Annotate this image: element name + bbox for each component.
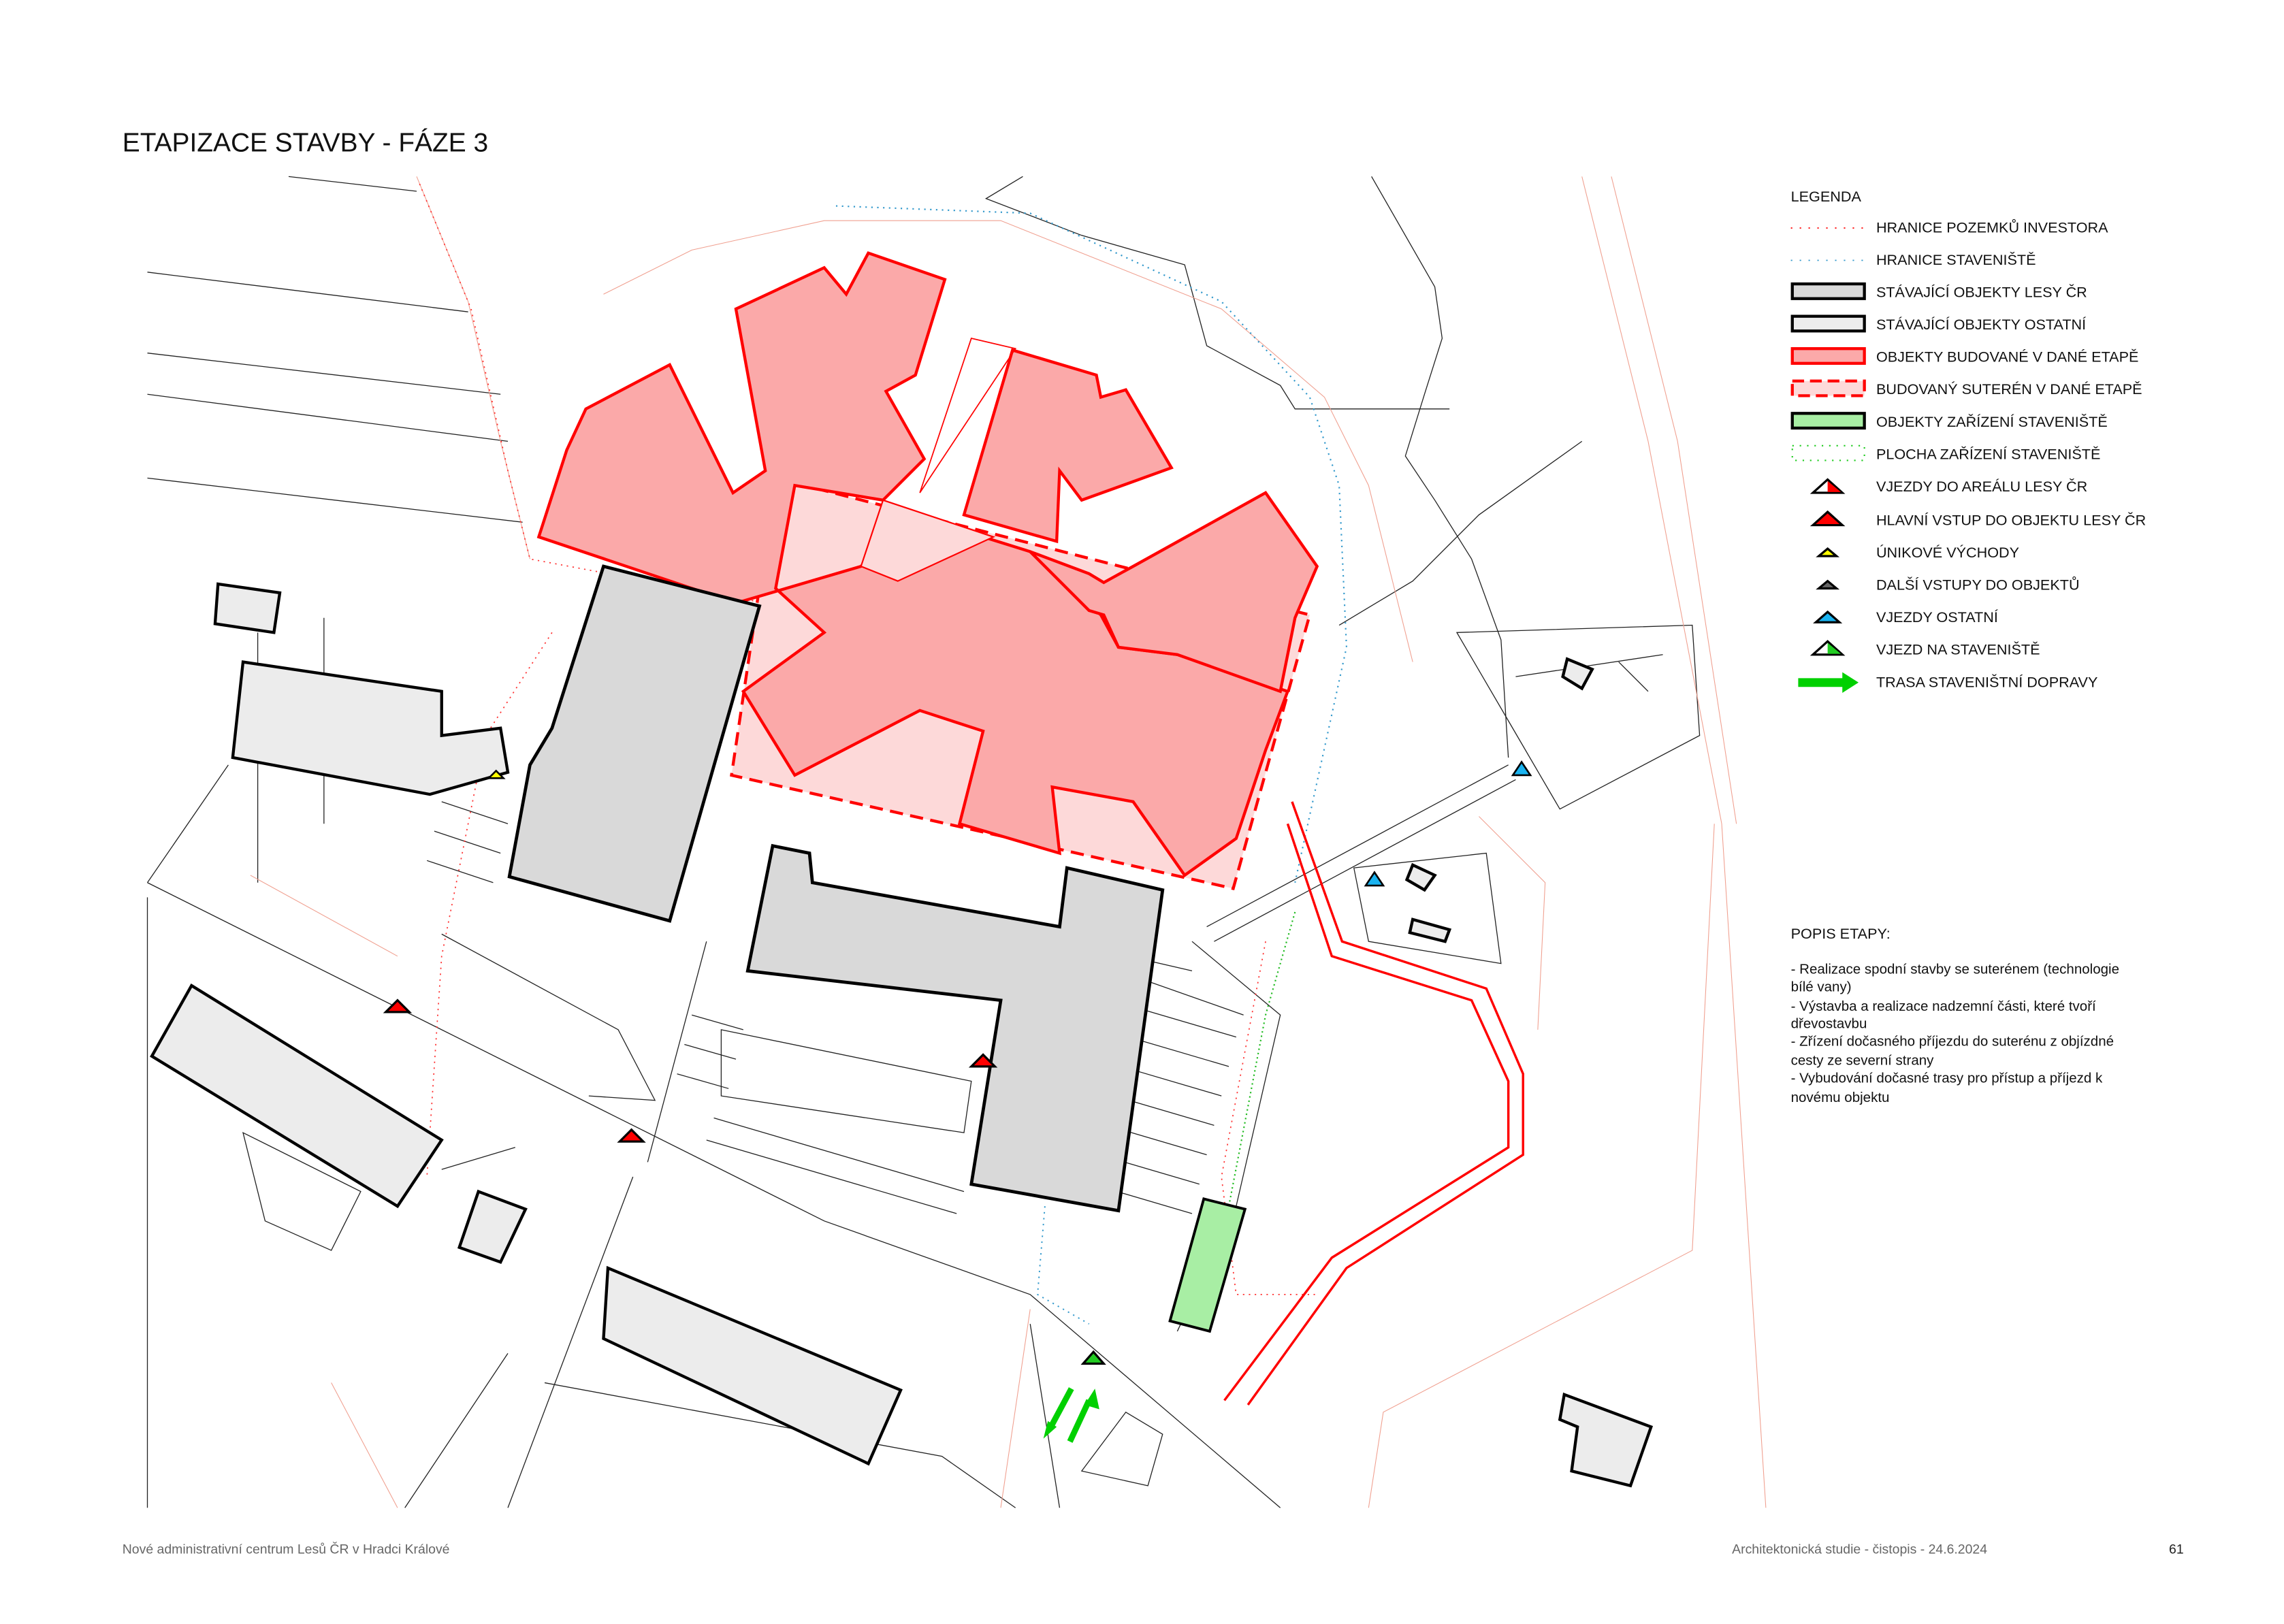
red-dashed-box-icon xyxy=(1790,379,1866,397)
green-box-icon xyxy=(1790,412,1866,430)
legend-heading: LEGENDA xyxy=(1791,188,1862,205)
site-entrance-icon xyxy=(1080,1350,1106,1365)
legend-item-label: STÁVAJÍCÍ OBJEKTY LESY ČR xyxy=(1876,284,2087,301)
description-line: bílé vany) xyxy=(1791,979,1852,995)
legend: LEGENDA HRANICE POZEMKŮ INVESTORA HRANIC… xyxy=(1790,188,2146,693)
description-line: dřevostavbu xyxy=(1791,1016,1867,1032)
description-line: cesty ze severní strany xyxy=(1791,1053,1935,1069)
page-number: 61 xyxy=(2169,1542,2184,1557)
description-line: - Realizace spodní stavby se suterénem (… xyxy=(1791,962,2119,977)
legend-item-label: OBJEKTY BUDOVANÉ V DANÉ ETAPĚ xyxy=(1876,348,2138,366)
half-green-triangle-icon xyxy=(1809,640,1846,656)
gray-box-icon xyxy=(1790,282,1866,300)
legend-item-label: ÚNIKOVÉ VÝCHODY xyxy=(1876,544,2019,561)
legend-item-label: OBJEKTY ZAŘÍZENÍ STAVENIŠTĚ xyxy=(1876,413,2108,430)
site-facility-building xyxy=(1168,1197,1247,1333)
legend-item-label: VJEZDY DO AREÁLU LESY ČR xyxy=(1876,478,2087,495)
site-map xyxy=(146,176,1767,1508)
escape-exit-icon xyxy=(486,769,506,779)
legend-item-label: PLOCHA ZAŘÍZENÍ STAVENIŠTĚ xyxy=(1876,445,2100,462)
yellow-triangle-icon xyxy=(1816,547,1840,557)
context-lines xyxy=(146,176,1767,1508)
area-entrance-icon xyxy=(617,1128,646,1143)
green-dotted-box-icon xyxy=(1791,444,1865,461)
description-heading: POPIS ETAPY: xyxy=(1791,925,1891,942)
blue-triangle-icon xyxy=(1813,610,1843,623)
main-entrance-icon xyxy=(968,1053,998,1068)
footer-document: Architektonická studie - čistopis - 24.6… xyxy=(1732,1542,1987,1557)
green-arrow-icon xyxy=(1798,672,1859,693)
legend-item-label: HLAVNÍ VSTUP DO OBJEKTU LESY ČR xyxy=(1876,512,2146,529)
description-line: - Výstavba a realizace nadzemní části, k… xyxy=(1791,998,2096,1014)
description-line: - Zřízení dočasného příjezdu do suterénu… xyxy=(1791,1034,2114,1050)
legend-item-label: HRANICE STAVENIŠTĚ xyxy=(1876,251,2036,268)
legend-item-label: HRANICE POZEMKŮ INVESTORA xyxy=(1876,218,2108,236)
footer-project: Nové administrativní centrum Lesů ČR v H… xyxy=(123,1541,450,1557)
description-line: - Vybudování dočasné trasy pro přístup a… xyxy=(1791,1071,2103,1086)
half-red-triangle-icon xyxy=(1809,478,1846,494)
red-triangle-icon xyxy=(1809,510,1846,527)
legend-item-label: STÁVAJÍCÍ OBJEKTY OSTATNÍ xyxy=(1876,316,2086,333)
red-box-icon xyxy=(1790,347,1866,365)
transport-arrow-icon xyxy=(1043,1387,1099,1443)
legend-item-label: VJEZD NA STAVENIŠTĚ xyxy=(1876,641,2040,658)
area-entrance-icon xyxy=(383,998,413,1013)
phase-description: POPIS ETAPY: - Realizace spodní stavby s… xyxy=(1791,925,2119,1105)
other-entrance-icon xyxy=(1364,871,1385,887)
map-markers xyxy=(383,760,1532,1443)
existing-other-buildings xyxy=(150,582,1654,1488)
temporary-access-route xyxy=(1223,801,1524,1406)
legend-item-label: DALŠÍ VSTUPY DO OBJEKTŮ xyxy=(1876,576,2080,594)
legend-item-label: BUDOVANÝ SUTERÉN V DANÉ ETAPĚ xyxy=(1876,380,2142,397)
description-line: novému objektu xyxy=(1791,1090,1890,1105)
existing-lesy-buildings xyxy=(507,564,1165,1213)
gray-triangle-icon xyxy=(1816,579,1840,590)
other-entrance-icon xyxy=(1511,760,1532,777)
light-gray-box-icon xyxy=(1790,314,1866,333)
page-title: ETAPIZACE STAVBY - FÁZE 3 xyxy=(123,129,488,158)
legend-item-label: TRASA STAVENIŠTNÍ DOPRAVY xyxy=(1876,673,2097,690)
legend-item-label: VJEZDY OSTATNÍ xyxy=(1876,608,1998,626)
